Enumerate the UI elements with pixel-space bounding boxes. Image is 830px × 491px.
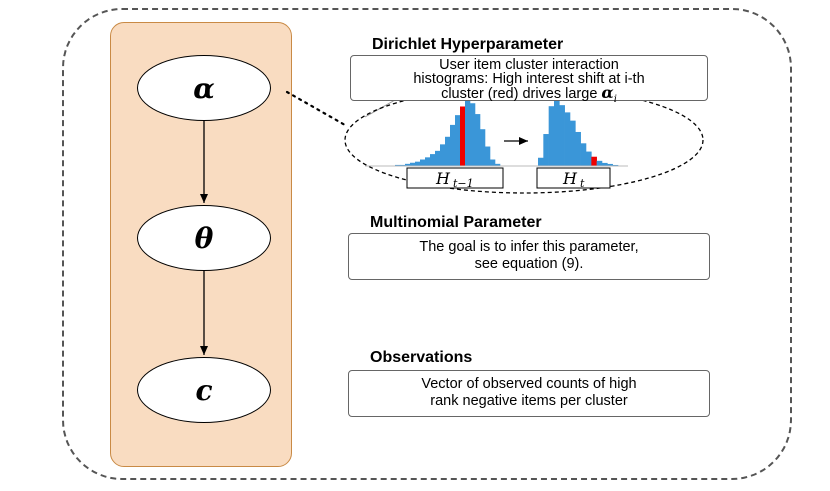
- dirichlet-text-line3-prefix: cluster (red) drives large: [441, 86, 602, 102]
- histogram-left-bar: [435, 150, 441, 166]
- histogram-left-bar: [405, 163, 411, 166]
- histogram-right-label-subscript: t: [580, 177, 585, 190]
- node-c: c: [137, 357, 271, 423]
- histogram-right-label-box: [536, 167, 611, 189]
- histogram-left-bar: [425, 157, 431, 166]
- histogram-right-bar: [591, 156, 597, 166]
- histogram-left-bar: [470, 103, 476, 166]
- multinomial-text-line2: see equation (9).: [474, 256, 584, 272]
- histogram-ellipse: [344, 86, 704, 194]
- dirichlet-text-line1: User item cluster interaction: [439, 57, 619, 73]
- histogram-left-bar: [490, 159, 496, 166]
- histogram-left-label-box: [406, 167, 504, 189]
- histogram-right-bar: [564, 112, 571, 167]
- observations-description-box: Vector of observed counts of high rank n…: [348, 370, 710, 417]
- histogram-left-bar: [455, 115, 461, 166]
- histogram-left-bar: [475, 114, 481, 166]
- histogram-right-bar: [548, 106, 555, 166]
- node-alpha: α: [137, 55, 271, 121]
- histogram-left-bar: [420, 159, 426, 166]
- histogram-left-bar: [485, 146, 491, 166]
- dirichlet-heading: Dirichlet Hyperparameter: [372, 36, 564, 53]
- dotted-connector: [285, 90, 347, 127]
- histogram-left-bar: [480, 129, 486, 166]
- histogram-right-bar: [538, 157, 544, 166]
- histogram-left-bar: [395, 164, 401, 166]
- histogram-left-bar: [465, 100, 471, 166]
- outer-dashed-boundary: [62, 8, 792, 480]
- histogram-right-bar: [612, 164, 619, 166]
- histogram-left-bar: [440, 144, 446, 166]
- node-theta-symbol: θ: [194, 221, 214, 255]
- histogram-left-bar: [415, 161, 421, 166]
- histogram-right-bar: [575, 131, 581, 166]
- observations-text-line2: rank negative items per cluster: [430, 393, 628, 409]
- histogram-right-label-symbol: H: [562, 169, 578, 188]
- histogram-left-bar: [445, 136, 451, 166]
- histogram-right-bar: [596, 160, 603, 166]
- histogram-right: [508, 100, 628, 167]
- histogram-right-bar: [586, 151, 592, 166]
- histogram-left-bar: [460, 106, 466, 166]
- dirichlet-alpha-subscript: i: [613, 93, 617, 105]
- multinomial-heading: Multinomial Parameter: [370, 214, 542, 231]
- histogram-right-bar: [570, 120, 576, 167]
- node-theta: θ: [137, 205, 271, 271]
- histogram-left-bar: [495, 163, 501, 166]
- multinomial-text-line1: The goal is to infer this parameter,: [419, 239, 639, 255]
- histogram-left-bar: [400, 164, 406, 166]
- multinomial-description-box: The goal is to infer this parameter, see…: [348, 233, 710, 280]
- dirichlet-text-line2: histograms: High interest shift at i-th: [413, 71, 645, 87]
- dirichlet-description-box: User item cluster interaction histograms…: [350, 55, 708, 105]
- histogram-left-label-subscript: t−1: [453, 177, 474, 190]
- node-c-symbol: c: [195, 373, 213, 407]
- dirichlet-alpha-symbol: α: [601, 83, 614, 102]
- histogram-right-bar: [559, 105, 565, 166]
- histogram-left-label-symbol: H: [435, 169, 451, 188]
- histogram-right-bar: [554, 100, 560, 166]
- histogram-right-bar: [543, 134, 549, 166]
- observations-heading: Observations: [370, 349, 473, 366]
- histogram-right-bar: [602, 162, 608, 166]
- histogram-left-bar: [450, 124, 456, 166]
- histogram-left: [365, 100, 510, 167]
- observations-text-line1: Vector of observed counts of high: [421, 376, 637, 392]
- histogram-right-bar: [580, 143, 587, 166]
- histogram-left-bar: [410, 162, 416, 166]
- histogram-right-bar: [607, 163, 613, 166]
- dirichlet-text-line3: cluster (red) drives large αi: [355, 83, 703, 107]
- node-alpha-symbol: α: [193, 71, 215, 105]
- histogram-left-bar: [430, 154, 436, 166]
